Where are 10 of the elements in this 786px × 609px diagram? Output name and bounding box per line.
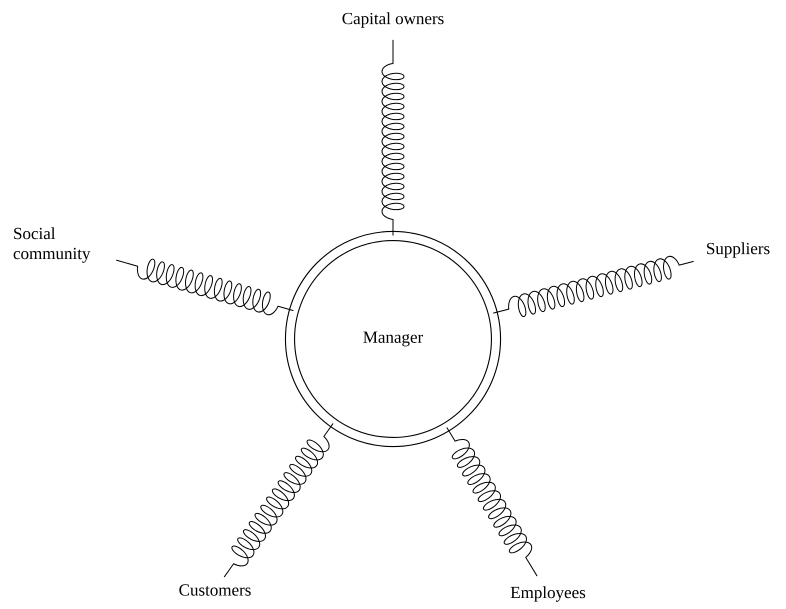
stakeholder-label: Suppliers xyxy=(707,242,770,258)
stakeholder-label: Customers xyxy=(179,584,251,596)
spring-connector xyxy=(492,256,694,318)
spring-connector xyxy=(116,258,294,316)
stakeholder-label: Capital owners xyxy=(342,12,444,28)
spring-connector xyxy=(382,39,404,236)
spring-connector xyxy=(224,422,334,578)
stakeholder-label: Social community xyxy=(14,227,90,263)
stakeholder-label: Employees xyxy=(510,586,586,602)
spring-connector xyxy=(446,426,538,577)
